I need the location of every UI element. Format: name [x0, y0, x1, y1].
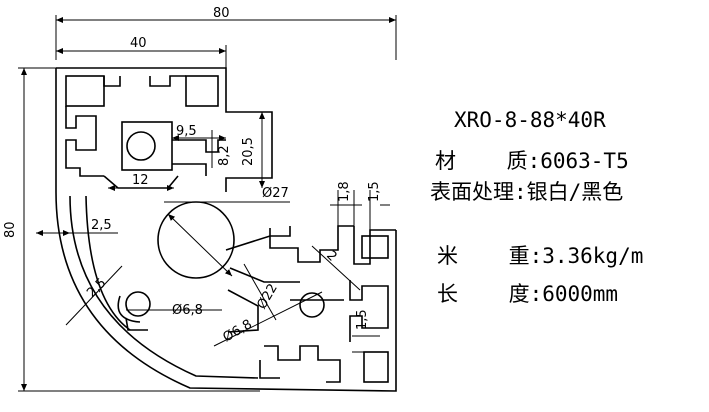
dim-right-top-a: 1,8 [330, 181, 362, 226]
dim-slot-depth: 20,5 [241, 112, 265, 188]
dim-hole-left-label: Ø6,8 [172, 303, 203, 318]
dim-center-bore-label: Ø27 [262, 186, 289, 201]
dim-slot-inner-width-label: 9,5 [176, 124, 197, 139]
dim-overall-width-label: 80 [213, 6, 230, 21]
dim-right-top-a-label: 1,8 [337, 181, 352, 202]
dim-slot-inner-width: 9,5 [172, 124, 226, 141]
spec-model: XRO-8-88*40R [454, 108, 606, 132]
dim-web-thickness-label: Ø22 [254, 281, 280, 312]
spec-weight-per-meter: 米 重:3.36kg/m [437, 244, 644, 268]
dim-center-bore: Ø27 [164, 186, 290, 277]
dim-slot-depth-small-label: 8,2 [217, 145, 232, 166]
dim-overall-width: 80 [55, 6, 397, 60]
dim-rib-2: 2 [311, 245, 361, 291]
dim-half-width: 40 [56, 36, 227, 70]
dim-right-bottom: 1,5 [352, 309, 380, 353]
dim-overall-height: 80 [3, 67, 260, 392]
dim-overall-height-label: 80 [3, 221, 18, 238]
dim-hole-right-label: Ø6,8 [221, 317, 255, 345]
spec-material: 材 质:6063-T5 [435, 149, 629, 173]
dim-slot-depth-small: 8,2 [211, 130, 232, 168]
dim-half-width-label: 40 [130, 36, 147, 51]
dim-wall-thickness: 2,5 [36, 218, 118, 236]
dim-hole-left: Ø6,8 [126, 303, 222, 318]
dim-slot-opening: 12 [108, 173, 174, 191]
dim-right-top-b: 1,5 [367, 181, 390, 230]
spec-length: 长 度:6000mm [437, 282, 619, 306]
dim-wall-thickness-label: 2,5 [91, 218, 112, 233]
dim-slot-opening-label: 12 [132, 173, 149, 188]
dim-slot-depth-label: 20,5 [241, 137, 256, 166]
dim-web-thickness: Ø22 [243, 263, 281, 321]
dim-right-top-b-label: 1,5 [367, 181, 382, 202]
dim-right-bottom-label: 1,5 [355, 309, 370, 330]
spec-surface-treatment: 表面处理:银白/黑色 [430, 180, 624, 204]
